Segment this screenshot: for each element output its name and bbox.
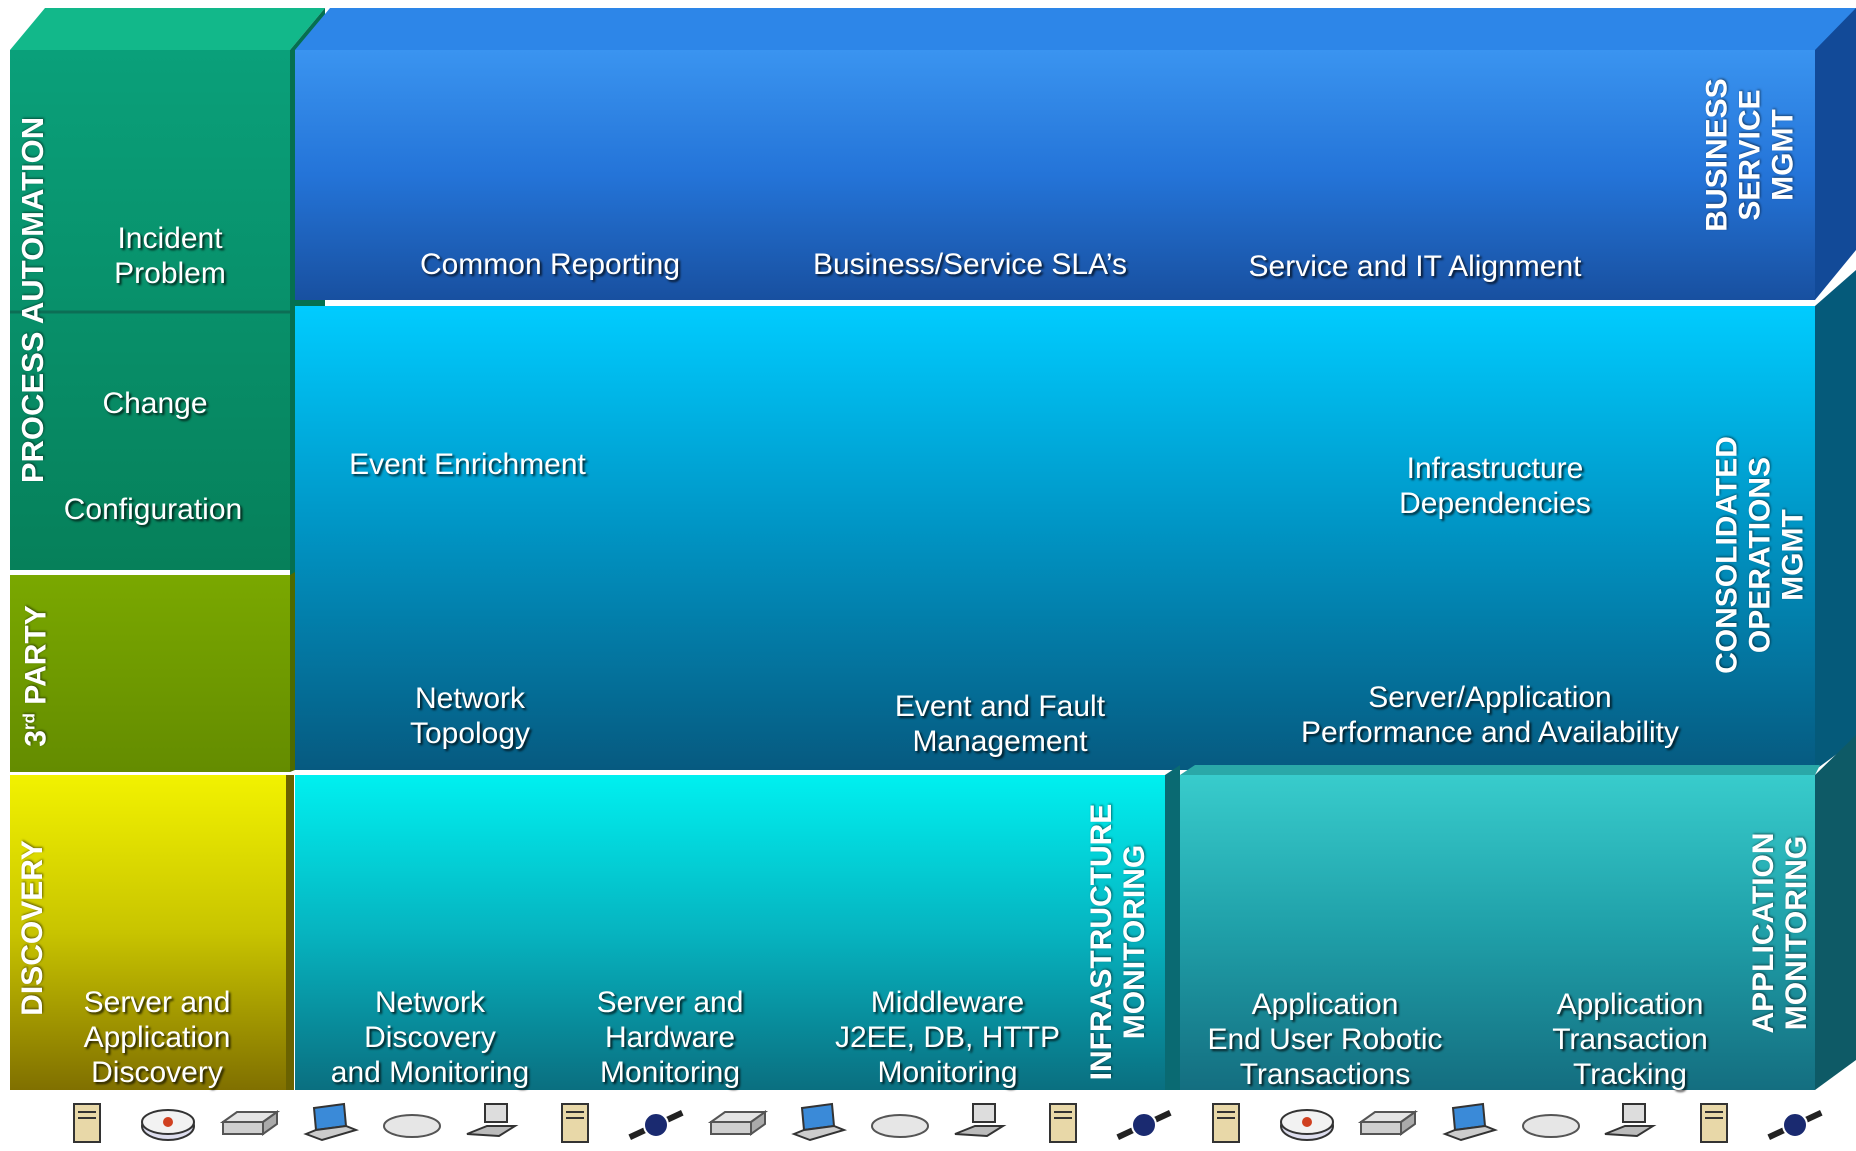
server-icon bbox=[1028, 1100, 1098, 1146]
switch-icon bbox=[703, 1100, 773, 1146]
laptop-icon bbox=[1435, 1100, 1505, 1146]
transaction-tracking-label: Application Transaction Tracking bbox=[1552, 988, 1708, 1091]
business-service-top-face bbox=[295, 8, 1856, 50]
end-user-robotic-label: Application End User Robotic Transaction… bbox=[1207, 988, 1443, 1091]
service-it-alignment-label: Service and IT Alignment bbox=[1248, 250, 1582, 283]
process-automation-label: PROCESS AUTOMATION bbox=[15, 116, 50, 484]
business-sla-label: Business/Service SLA’s bbox=[812, 248, 1128, 281]
third-party-label-main: 3 bbox=[19, 730, 53, 747]
infrastructure-monitoring-title: INFRASTRUCTURE MONITORING bbox=[1085, 803, 1151, 1081]
satellite-icon bbox=[621, 1100, 691, 1146]
discovery-label: DISCOVERY bbox=[16, 840, 49, 1016]
server-app-discovery-label: Server and Application Discovery bbox=[83, 986, 231, 1089]
third-party-label: 3rd PARTY bbox=[14, 605, 53, 746]
discovery-block bbox=[10, 775, 290, 1090]
infrastructure-dependencies-label: Infrastructure Dependencies bbox=[1399, 452, 1591, 520]
process-automation-block bbox=[10, 50, 290, 570]
server-icon bbox=[1679, 1100, 1749, 1146]
consolidated-ops-side-face bbox=[1815, 270, 1856, 770]
business-service-title: BUSINESS SERVICE MGMT bbox=[1700, 78, 1800, 232]
server-icon bbox=[540, 1100, 610, 1146]
third-party-label-rest: PARTY bbox=[19, 605, 53, 714]
application-monitoring-side-face bbox=[1815, 735, 1856, 1090]
server-icon bbox=[1191, 1100, 1261, 1146]
network-topology-label: Network Topology bbox=[409, 682, 531, 750]
laptop-icon bbox=[784, 1100, 854, 1146]
switch-icon bbox=[1353, 1100, 1423, 1146]
third-party-block bbox=[10, 575, 290, 772]
business-service-block bbox=[295, 50, 1815, 300]
consolidated-ops-block bbox=[295, 306, 1815, 770]
switch-icon bbox=[215, 1100, 285, 1146]
router-icon bbox=[1272, 1100, 1342, 1146]
common-reporting-label: Common Reporting bbox=[419, 248, 681, 281]
server-app-performance-label: Server/Application Performance and Avail… bbox=[1301, 681, 1679, 749]
cloud-icon bbox=[377, 1100, 447, 1146]
infrastructure-monitoring-block bbox=[295, 775, 1165, 1090]
satellite-icon bbox=[1760, 1100, 1830, 1146]
event-enrichment-label: Event Enrichment bbox=[349, 448, 586, 481]
cloud-icon bbox=[865, 1100, 935, 1146]
consolidated-operations-title: CONSOLIDATED OPERATIONS MGMT bbox=[1710, 436, 1810, 674]
incident-problem-label: Incident Problem bbox=[114, 222, 226, 290]
third-party-label-sup: rd bbox=[19, 713, 39, 731]
workstation-icon bbox=[947, 1100, 1017, 1146]
application-monitoring-title: APPLICATION MONITORING bbox=[1747, 832, 1813, 1034]
workstation-icon bbox=[459, 1100, 529, 1146]
network-discovery-label: Network Discovery and Monitoring bbox=[330, 986, 530, 1089]
configuration-label: Configuration bbox=[63, 493, 243, 526]
change-label: Change bbox=[102, 387, 208, 420]
business-service-side-face bbox=[1815, 8, 1856, 300]
server-hardware-label: Server and Hardware Monitoring bbox=[596, 986, 744, 1089]
laptop-icon bbox=[296, 1100, 366, 1146]
application-monitoring-block bbox=[1180, 775, 1815, 1090]
satellite-icon bbox=[1109, 1100, 1179, 1146]
server-icon bbox=[52, 1100, 122, 1146]
cloud-icon bbox=[1516, 1100, 1586, 1146]
router-icon bbox=[133, 1100, 203, 1146]
middleware-label: Middleware J2EE, DB, HTTP Monitoring bbox=[834, 986, 1061, 1089]
workstation-icon bbox=[1597, 1100, 1667, 1146]
event-fault-management-label: Event and Fault Management bbox=[894, 690, 1106, 758]
process-automation-top-face bbox=[10, 8, 325, 50]
